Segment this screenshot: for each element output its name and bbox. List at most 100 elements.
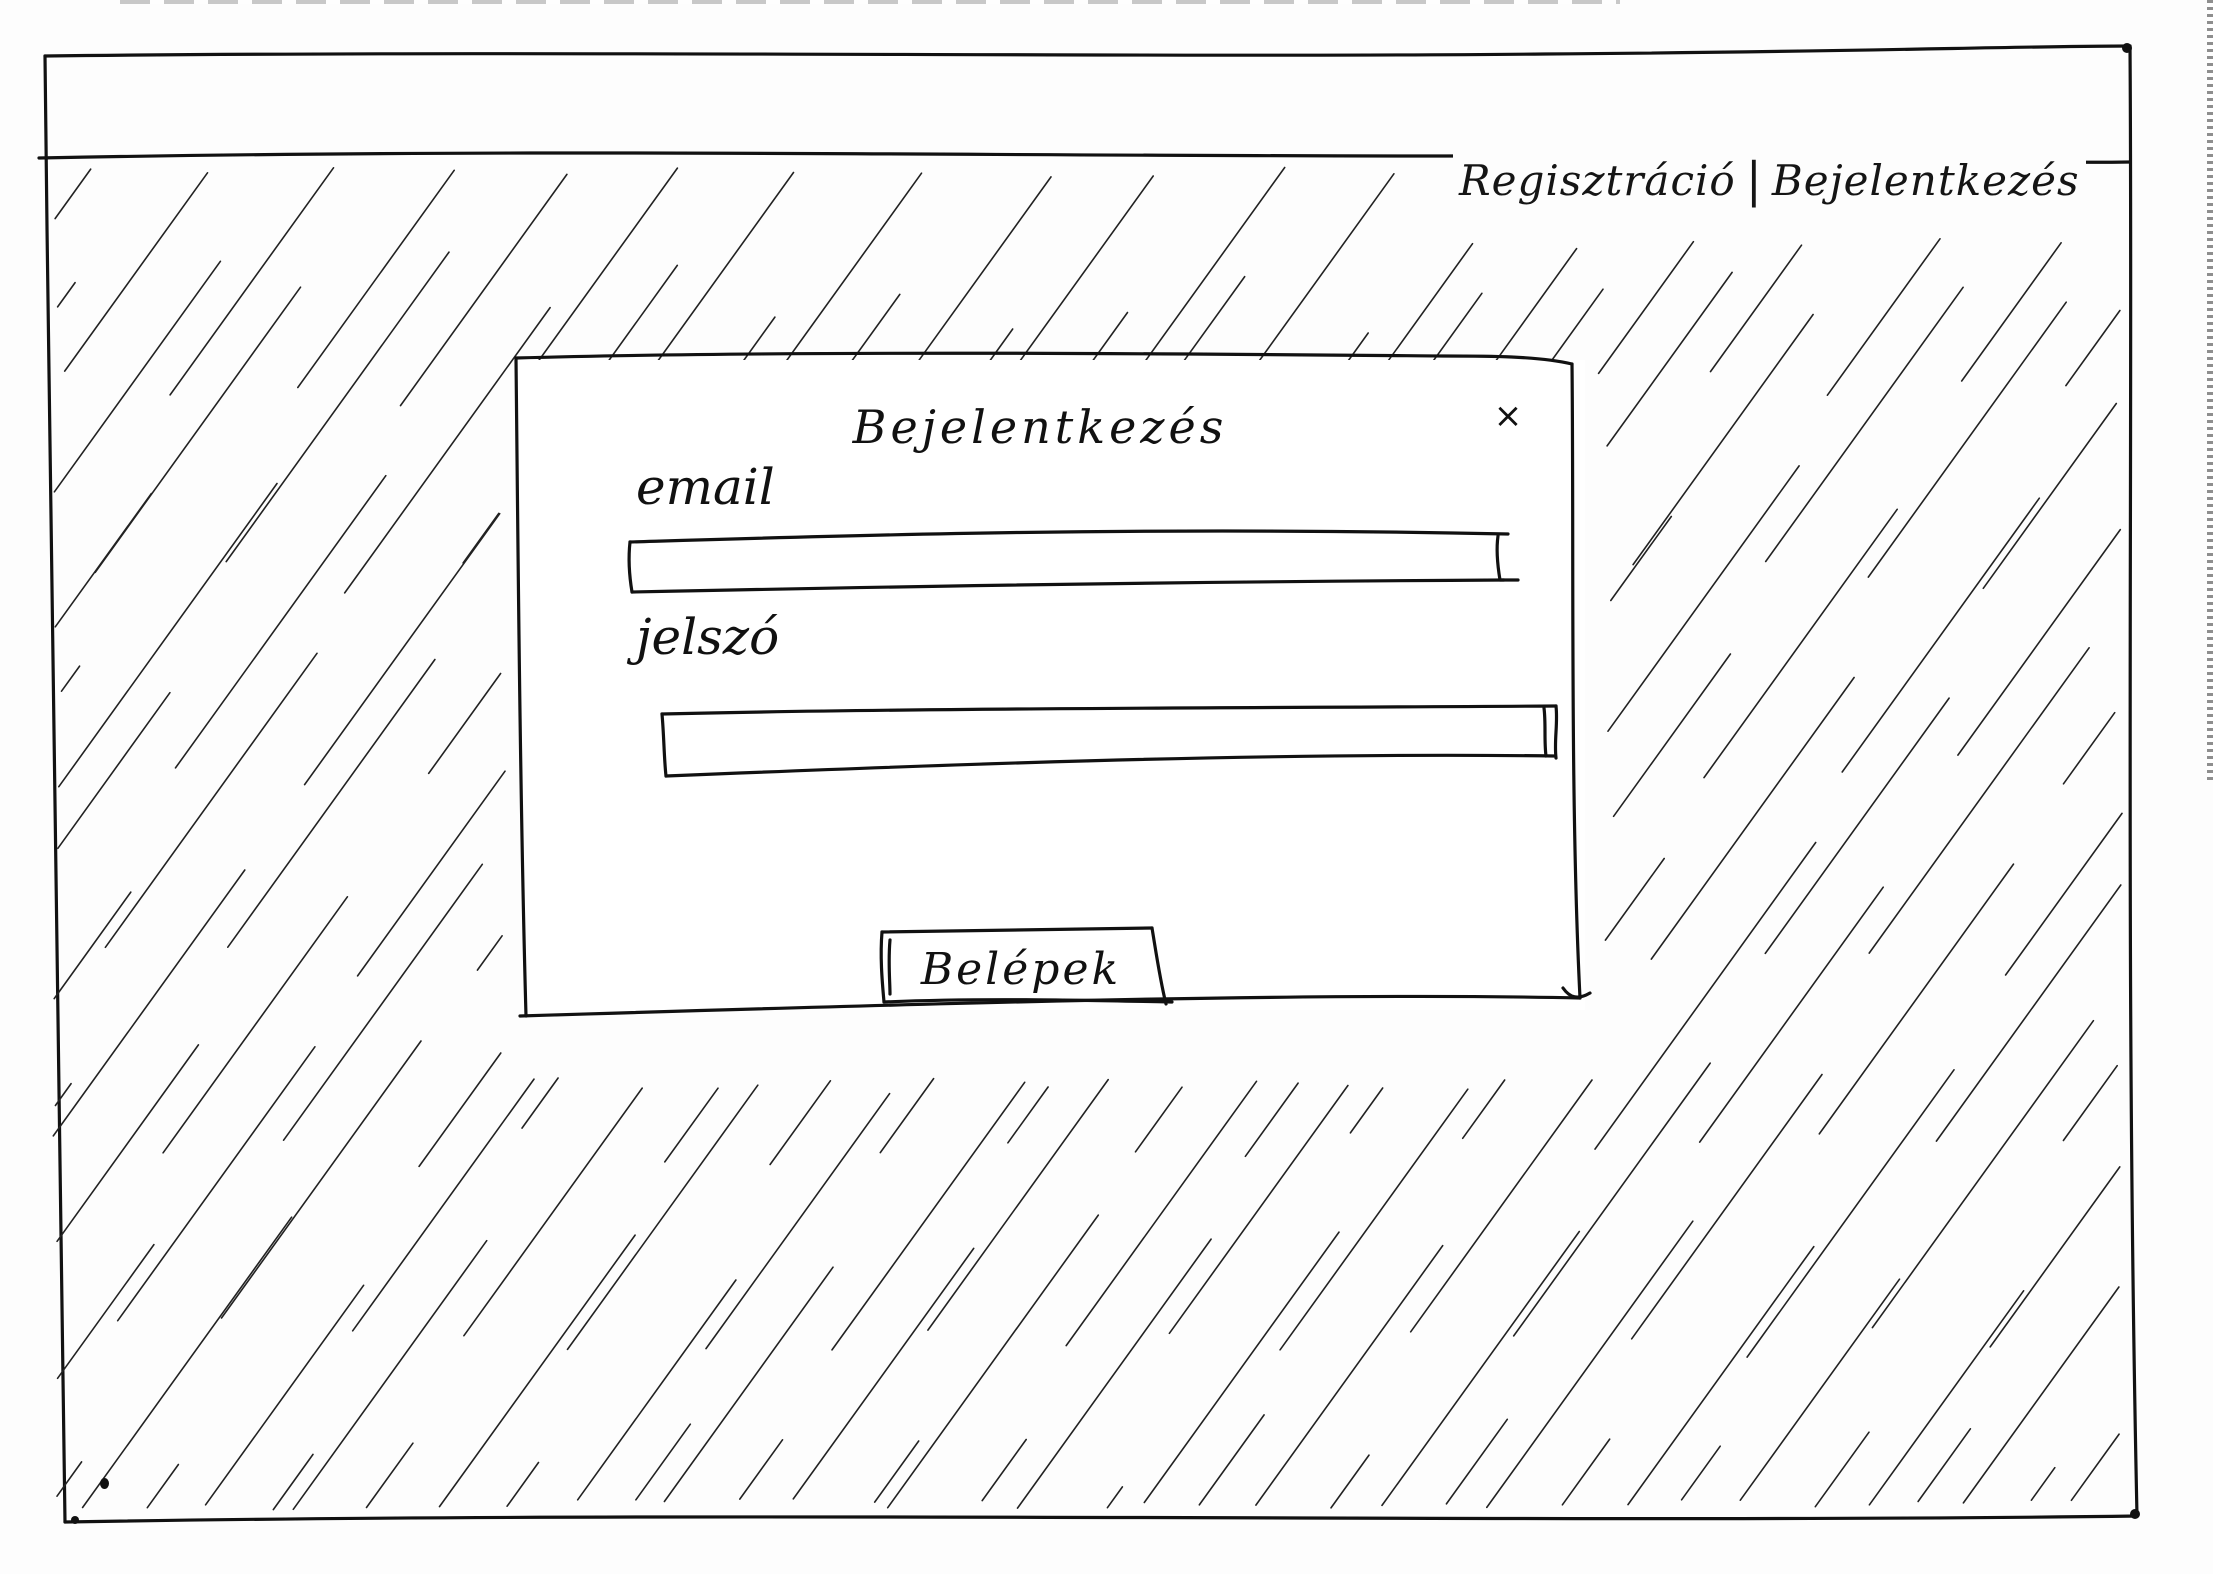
login-dialog-title: Bejelentkezés bbox=[852, 400, 1228, 454]
hatch-stroke bbox=[52, 869, 246, 1137]
hatch-stroke bbox=[427, 672, 502, 775]
hatch-stroke bbox=[438, 1234, 636, 1508]
hatch-stroke bbox=[399, 173, 568, 407]
scan-artifact-top bbox=[120, 0, 1620, 4]
hatch-stroke bbox=[204, 1284, 365, 1506]
hatch-stroke bbox=[1604, 857, 1665, 941]
hatch-stroke bbox=[292, 1239, 488, 1511]
hatch-stroke bbox=[63, 172, 209, 372]
register-link[interactable]: Regisztráció bbox=[1459, 155, 1736, 205]
login-button-label: Belépek bbox=[920, 944, 1122, 995]
hatch-stroke bbox=[1957, 528, 2122, 756]
hatch-stroke bbox=[56, 1044, 200, 1243]
hatch-stroke bbox=[1016, 1238, 1212, 1509]
hatch-stroke bbox=[1632, 313, 1814, 566]
hatch-stroke bbox=[81, 1216, 293, 1509]
hatch-stroke bbox=[1255, 1244, 1444, 1506]
hatch-stroke bbox=[1680, 1445, 1721, 1501]
hatch-stroke bbox=[1487, 247, 1578, 373]
hatch-stroke bbox=[738, 1439, 784, 1500]
hatch-stroke bbox=[566, 1084, 759, 1351]
hatch-stroke bbox=[54, 492, 153, 628]
hatch-stroke bbox=[2070, 1433, 2120, 1502]
hatch-stroke bbox=[1698, 886, 1884, 1143]
hatch-stroke bbox=[174, 474, 387, 769]
hatch-stroke bbox=[1545, 288, 1604, 370]
hatch-stroke bbox=[303, 512, 501, 786]
hatch-stroke bbox=[351, 1078, 535, 1332]
hatch-stroke bbox=[1330, 1454, 1370, 1509]
hatch-stroke bbox=[981, 1438, 1028, 1502]
hatch-stroke bbox=[1814, 1431, 1870, 1508]
hatch-stroke bbox=[1143, 1231, 1340, 1504]
hatch-stroke bbox=[528, 167, 679, 374]
hatch-stroke bbox=[57, 691, 171, 850]
hatch-stroke bbox=[2030, 1466, 2056, 1501]
hatch-stroke bbox=[1425, 292, 1483, 372]
hatch-stroke bbox=[1168, 1084, 1349, 1335]
hatch-stroke bbox=[1935, 884, 2122, 1142]
hatch-stroke bbox=[56, 1461, 83, 1497]
nav-separator: | bbox=[1745, 152, 1762, 208]
hatch-stroke bbox=[1486, 1220, 1694, 1509]
hatch-stroke bbox=[1606, 271, 1733, 447]
hatch-stroke bbox=[343, 306, 551, 594]
hatch-stroke bbox=[1703, 508, 1898, 779]
hatch-stroke bbox=[1594, 841, 1817, 1150]
password-label: jelszó bbox=[636, 608, 780, 666]
hatch-stroke bbox=[1989, 1166, 2121, 1348]
hatch-stroke bbox=[2004, 812, 2123, 976]
hatch-stroke bbox=[1106, 1486, 1124, 1509]
hatch-stroke bbox=[596, 264, 679, 378]
hatch-stroke bbox=[1376, 242, 1474, 377]
hatch-stroke bbox=[780, 172, 923, 370]
browser-toolbar bbox=[45, 52, 2130, 158]
hatch-stroke bbox=[1871, 1019, 2095, 1329]
hatch-stroke bbox=[1764, 697, 1950, 955]
hatch-stroke bbox=[1607, 465, 1800, 733]
hatch-stroke bbox=[1739, 1278, 1901, 1501]
hatch-stroke bbox=[169, 167, 335, 396]
login-dialog: Bejelentkezés × email jelszó bbox=[514, 351, 1592, 1018]
hatch-stroke bbox=[873, 1440, 920, 1503]
hatch-stroke bbox=[1982, 402, 2118, 590]
hatch-stroke bbox=[831, 1081, 1026, 1351]
hatch-stroke bbox=[1381, 1230, 1581, 1507]
hatch-stroke bbox=[1764, 286, 1964, 563]
hatch-stroke bbox=[1650, 676, 1855, 960]
hatch-stroke bbox=[521, 1077, 559, 1129]
hatch-stroke bbox=[104, 652, 318, 949]
hatch-stroke bbox=[272, 1453, 314, 1511]
hatch-stroke bbox=[1137, 166, 1286, 372]
hatch-stroke bbox=[1198, 1414, 1265, 1506]
hatch-stroke bbox=[907, 176, 1052, 376]
hatch-stroke bbox=[365, 1442, 414, 1509]
hatch-stroke bbox=[769, 1079, 832, 1166]
hatch-stroke bbox=[1627, 1245, 1815, 1506]
login-submit-button[interactable]: Belépek bbox=[876, 926, 1174, 1010]
hatch-stroke bbox=[1512, 1062, 1711, 1337]
hatch-stroke bbox=[792, 1247, 975, 1500]
hatch-stroke bbox=[227, 658, 436, 949]
hatch-stroke bbox=[162, 895, 349, 1154]
hatch-stroke bbox=[60, 665, 81, 693]
close-icon[interactable]: × bbox=[1493, 396, 1523, 436]
hatch-stroke bbox=[2062, 1064, 2118, 1142]
hatch-stroke bbox=[54, 1082, 72, 1107]
hatch-stroke bbox=[663, 1087, 719, 1163]
hatch-stroke bbox=[1349, 1087, 1384, 1134]
email-label: email bbox=[636, 458, 775, 516]
hatch-stroke bbox=[1007, 1086, 1049, 1144]
hatch-stroke bbox=[648, 171, 795, 374]
password-field[interactable] bbox=[672, 712, 1552, 772]
hatch-stroke bbox=[53, 891, 132, 1000]
hatch-stroke bbox=[418, 1052, 502, 1168]
hatch-stroke bbox=[53, 260, 222, 493]
login-link[interactable]: Bejelentkezés bbox=[1771, 155, 2080, 205]
hatch-stroke bbox=[1597, 240, 1695, 375]
hatch-stroke bbox=[1409, 1079, 1593, 1333]
email-field[interactable] bbox=[638, 538, 1498, 598]
hatch-stroke bbox=[506, 1461, 540, 1507]
hatch-stroke bbox=[146, 1463, 180, 1509]
